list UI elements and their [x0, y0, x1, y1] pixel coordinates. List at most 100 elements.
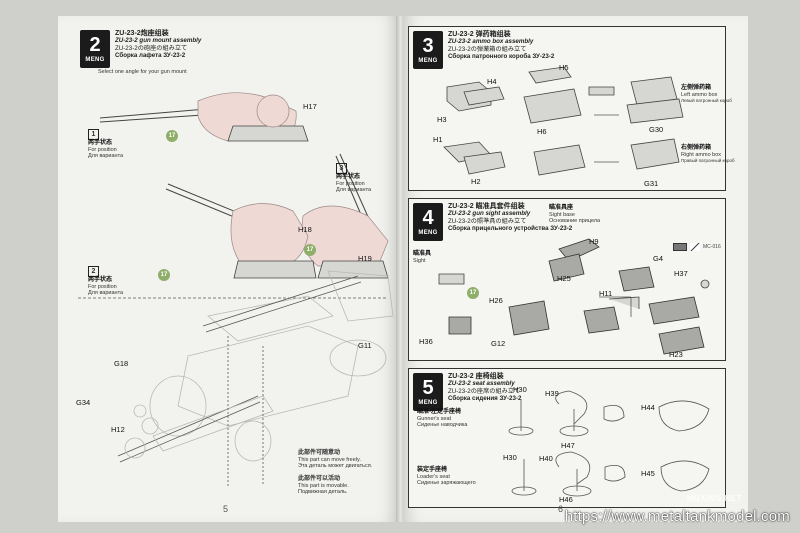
label-H18: H18 — [298, 225, 312, 234]
position-2-cn: 两手状态 — [88, 277, 113, 283]
label-H40: H40 — [539, 454, 553, 463]
paint-chip: MC-016 — [673, 243, 721, 251]
position-1-cn: 两手状态 — [88, 140, 113, 146]
step3-brand: MENG — [418, 58, 438, 64]
sight-side-note: 瞄准具 Sight — [413, 251, 431, 264]
step3-header: 3 MENG ZU-23-2 弹药箱组装 ZU-23-2 ammo box as… — [413, 31, 554, 69]
position-2-ru: Для варианта — [88, 290, 124, 296]
paint-slash-icon — [690, 243, 700, 251]
position-1-ru: Для варианта — [88, 153, 124, 159]
label-G18: G18 — [114, 359, 129, 368]
step2-badge: 2 MENG — [80, 30, 110, 68]
gun-position-2-drawing — [165, 183, 317, 279]
position-3-note: 3 两手状态 For position Для варианта — [336, 163, 371, 194]
left-page: 2 MENG ZU-23-2炮座组装 ZU-23-2 gun mount ass… — [58, 16, 398, 522]
step4-number: 4 — [422, 207, 434, 229]
position-2-number: 2 — [88, 266, 99, 277]
booklet-spine — [396, 16, 405, 522]
label-H30-top: H30 — [513, 385, 527, 394]
label-G4: G4 — [653, 254, 664, 263]
label-H46: H46 — [559, 495, 573, 504]
left-ammo-box-en: Left ammo box — [681, 91, 718, 98]
step4-title-en: ZU-23-2 gun sight assembly — [448, 210, 531, 218]
label-H45: H45 — [641, 469, 655, 478]
label-H5: H5 — [559, 63, 569, 72]
label-G12: G12 — [491, 339, 506, 348]
position-1-en: For position — [88, 146, 117, 153]
step2-title-cn: ZU-23-2炮座组装 — [115, 30, 169, 37]
position-1-number: 1 — [88, 129, 99, 140]
label-H47: H47 — [561, 441, 575, 450]
right-ammo-box-en: Right ammo box — [681, 151, 722, 158]
label-G11: G11 — [358, 341, 372, 350]
step4-title-jp: ZU-23-2の照準具の組み立て — [448, 217, 527, 225]
position-3-ru: Для варианта — [336, 187, 372, 193]
label-H36: H36 — [419, 337, 433, 346]
watermark-url: https://www.metaltankmodel.com — [564, 508, 790, 525]
step3-titles: ZU-23-2 弹药箱组装 ZU-23-2 ammo box assembly … — [448, 31, 554, 61]
gun-position-1-drawing — [99, 92, 309, 142]
instruction-booklet: 2 MENG ZU-23-2炮座组装 ZU-23-2 gun mount ass… — [58, 16, 748, 522]
paint-swatch — [673, 243, 687, 251]
label-H19: H19 — [358, 254, 372, 263]
footnote-1-en: This part can move freely. — [298, 456, 361, 463]
paint-code: MC-016 — [703, 244, 721, 250]
step5-brand: MENG — [418, 400, 438, 406]
footnote-2-ru: Подвижная деталь. — [298, 489, 348, 495]
sticker-bubble-2: 17 — [158, 269, 170, 281]
position-1-note: 1 两手状态 For position Для варианта — [88, 129, 123, 160]
step4-title-cn: ZU-23-2 瞄准具套件组装 — [448, 203, 525, 210]
footnote-1: 此部件可随意动 This part can move freely. Эта д… — [298, 450, 372, 470]
label-H26: H26 — [489, 296, 503, 305]
loader-seat-cn: 装定手座椅 — [417, 467, 448, 473]
label-H3: H3 — [437, 115, 447, 124]
step2-title-jp: ZU-23-2の砲座の組み立て — [115, 44, 188, 52]
label-H9: H9 — [589, 237, 599, 246]
gunner-seat-cn: 瞄准-左定手座椅 — [417, 409, 461, 415]
step2-title-en: ZU-23-2 gun mount assembly — [115, 37, 202, 45]
gunner-seat-ru: Сиденье наводчика — [417, 422, 468, 428]
right-page: 3 MENG ZU-23-2 弹药箱组装 ZU-23-2 ammo box as… — [403, 16, 748, 522]
step3-badge: 3 MENG — [413, 31, 443, 69]
left-ammo-box-note: 左侧弹药箱 Left ammo box Левый патронный коро… — [681, 85, 732, 105]
exploded-assembly-drawing — [117, 270, 394, 486]
sight-base-note: 瞄准具座 Sight base Основание прицела — [549, 205, 600, 225]
label-H12: H12 — [111, 425, 125, 434]
label-H11: H11 — [599, 289, 613, 298]
step2-title-ru: Сборка лафета ЗУ-23-2 — [115, 52, 186, 60]
step5-title-en: ZU-23-2 seat assembly — [448, 380, 515, 388]
step4-bubble: 17 — [467, 287, 479, 299]
step2-brand: MENG — [85, 57, 105, 63]
label-H37: H37 — [674, 269, 688, 278]
step4-titles: ZU-23-2 瞄准具套件组装 ZU-23-2 gun sight assemb… — [448, 203, 572, 233]
step2-angle-note: Select one angle for your gun mount — [98, 69, 187, 76]
page-number-left: 5 — [223, 504, 229, 514]
sticker-bubble-1: 17 — [166, 130, 178, 142]
position-2-note: 2 两手状态 For position Для варианта — [88, 266, 123, 297]
step5-title-ru: Сборка сидения ЗУ-23-2 — [448, 395, 522, 403]
step5-panel: 5 MENG ZU-23-2 座椅组装 ZU-23-2 seat assembl… — [408, 368, 726, 508]
position-3-cn: 两手状态 — [336, 174, 361, 180]
position-3-en: For position — [336, 180, 365, 187]
step4-title-ru: Сборка прицельного устройства ЗУ-23-2 — [448, 225, 573, 233]
gunner-seat-note: 瞄准-左定手座椅 Gunner's seat Сиденье наводчика — [417, 409, 467, 429]
label-H2: H2 — [471, 177, 481, 186]
gunner-seat-en: Gunner's seat — [417, 415, 452, 422]
label-H30-bottom: H30 — [503, 453, 517, 462]
sight-base-en: Sight base — [549, 211, 575, 218]
left-ammo-box-cn: 左侧弹药箱 — [681, 85, 712, 91]
step4-drawings — [438, 238, 710, 355]
label-H39: H39 — [545, 389, 559, 398]
watermark-small: MBXING.NET — [686, 494, 742, 503]
step2-titles: ZU-23-2炮座组装 ZU-23-2 gun mount assembly Z… — [115, 30, 201, 60]
sight-side-cn: 瞄准具 — [413, 251, 432, 257]
loader-seat-note: 装定手座椅 Loader's seat Сиденье заряжающего — [417, 467, 476, 487]
footnote-2-cn: 此部件可以活动 — [298, 476, 341, 482]
step4-header: 4 MENG ZU-23-2 瞄准具套件组装 ZU-23-2 gun sight… — [413, 203, 572, 241]
right-ammo-box-ru: Правый патронный короб — [681, 158, 735, 163]
step3-title-ru: Сборка патронного короба ЗУ-23-2 — [448, 53, 555, 61]
loader-seat-ru: Сиденье заряжающего — [417, 480, 476, 486]
step2-angle-note-en: Select one angle for your gun mount — [98, 69, 187, 75]
sight-base-cn: 瞄准具座 — [549, 205, 574, 211]
label-G31: G31 — [644, 179, 659, 188]
